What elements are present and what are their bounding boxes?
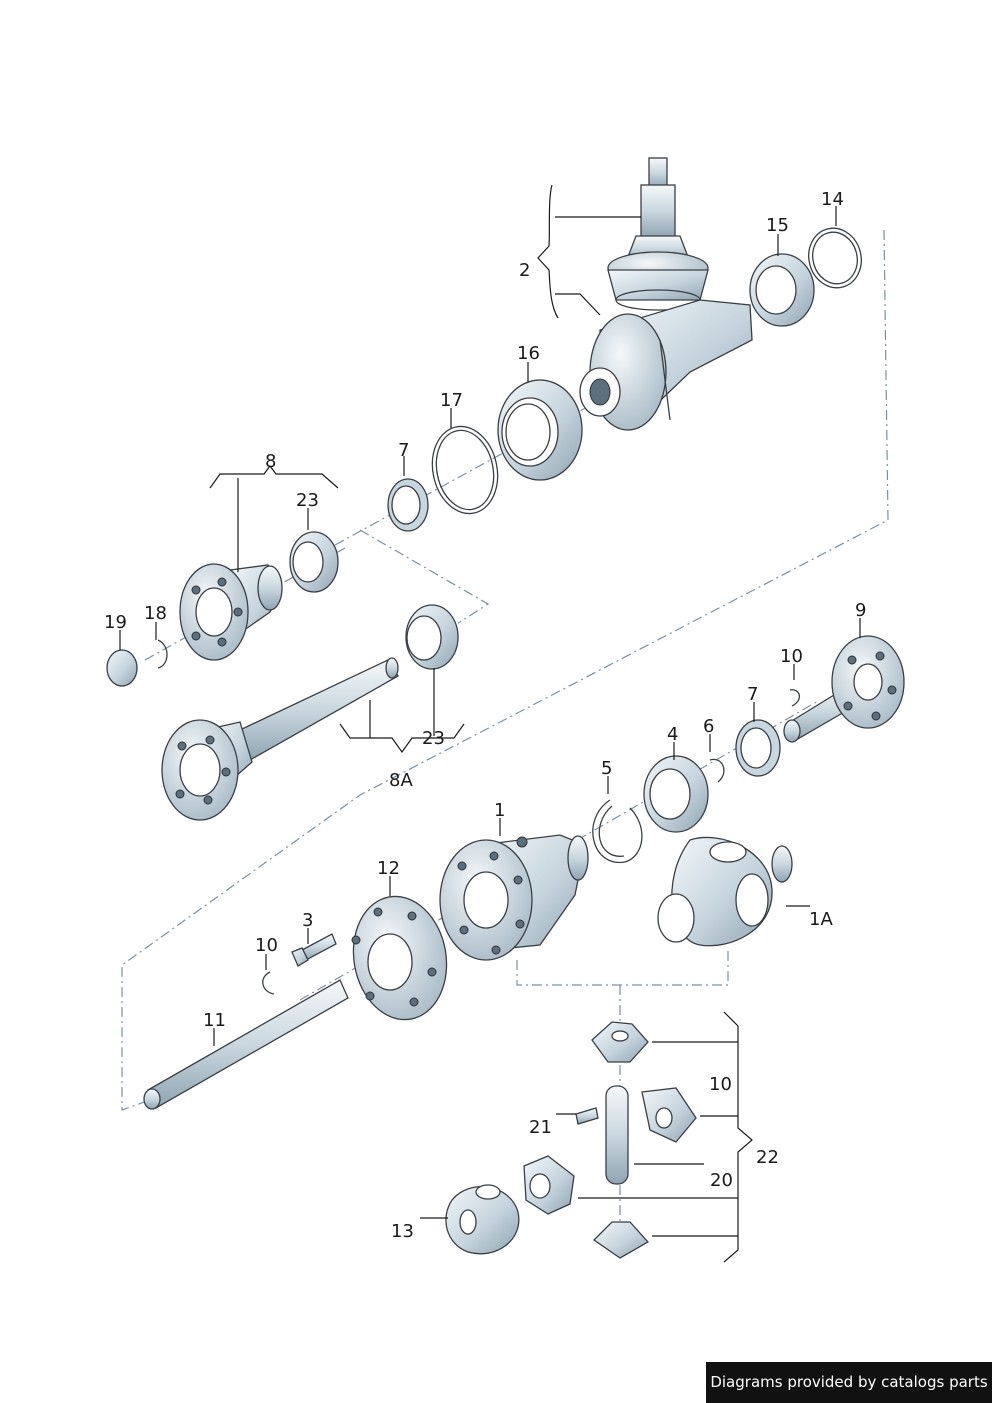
callout-8A: 8A [389, 770, 413, 791]
callout-6: 6 [703, 716, 714, 737]
callout-1: 1 [494, 800, 505, 821]
differential-case-part-1A [657, 836, 793, 947]
callout-10-upper: 10 [780, 646, 803, 667]
leader-lines [119, 184, 861, 1263]
differential-cage-part-13 [445, 1184, 520, 1255]
bolt-part-3 [291, 933, 337, 967]
callout-17: 17 [440, 390, 463, 411]
callout-labels: 2 14 15 16 17 7 8 23 19 18 23 8A 9 10 7 … [104, 189, 866, 1242]
callout-12: 12 [377, 858, 400, 879]
callout-1A: 1A [809, 909, 833, 930]
pin-part-20 [605, 1085, 629, 1185]
shim-ring-part-17 [431, 425, 499, 515]
callout-14: 14 [821, 189, 844, 210]
bevel-gear-part-22-left [523, 1155, 575, 1215]
flange-part-12 [351, 895, 448, 1021]
callout-15: 15 [766, 215, 789, 236]
callout-7-lower: 7 [747, 684, 758, 705]
callout-10-middle: 10 [255, 935, 278, 956]
circlip-part-18 [157, 639, 168, 669]
seal-part-23-lower [405, 604, 459, 670]
drive-shaft-part-11 [143, 979, 349, 1110]
seal-ring-part-7-upper [387, 478, 429, 532]
callout-21: 21 [529, 1117, 552, 1138]
circlip-part-10-middle [262, 971, 275, 995]
callout-7-upper: 7 [398, 440, 409, 461]
callout-22: 22 [756, 1147, 779, 1168]
cap-part-19 [106, 649, 138, 687]
callout-4: 4 [667, 724, 678, 745]
callout-13: 13 [391, 1221, 414, 1242]
callout-18: 18 [144, 603, 167, 624]
seal-ring-part-7-lower [735, 719, 781, 777]
bearing-part-4 [643, 755, 709, 833]
differential-housing-part-1 [439, 834, 589, 961]
callout-23-lower: 23 [422, 728, 445, 749]
shim-ring-part-14 [808, 227, 862, 289]
seal-part-23-upper [289, 531, 339, 593]
callout-11: 11 [203, 1010, 226, 1031]
circlip-part-10-upper [789, 689, 800, 707]
circlip-part-6 [709, 758, 725, 783]
crown-gear-part [579, 299, 753, 431]
bevel-gear-part-22-top [591, 1021, 649, 1063]
callout-2: 2 [519, 260, 530, 281]
bevel-gear-part-10-side [641, 1087, 697, 1143]
bevel-gear-part-22-bottom [592, 1221, 650, 1259]
bearing-part-15 [749, 253, 815, 327]
callout-8: 8 [265, 451, 276, 472]
flange-shaft-part-9 [783, 635, 905, 743]
credit-banner: Diagrams provided by catalogs parts [706, 1362, 992, 1403]
callout-20: 20 [710, 1170, 733, 1191]
circlip-part-5 [592, 799, 643, 864]
callout-5: 5 [601, 758, 612, 779]
callout-3: 3 [302, 910, 313, 931]
callout-23-upper: 23 [296, 490, 319, 511]
roll-pin-part-21 [575, 1107, 599, 1125]
callout-10-lower: 10 [709, 1074, 732, 1095]
callout-9: 9 [855, 600, 866, 621]
flange-shaft-part-8A [161, 657, 399, 821]
flange-shaft-part-8 [179, 563, 283, 661]
pinion-shaft-part [607, 157, 709, 311]
callout-19: 19 [104, 612, 127, 633]
callout-16: 16 [517, 343, 540, 364]
bearing-part-16 [497, 379, 583, 481]
